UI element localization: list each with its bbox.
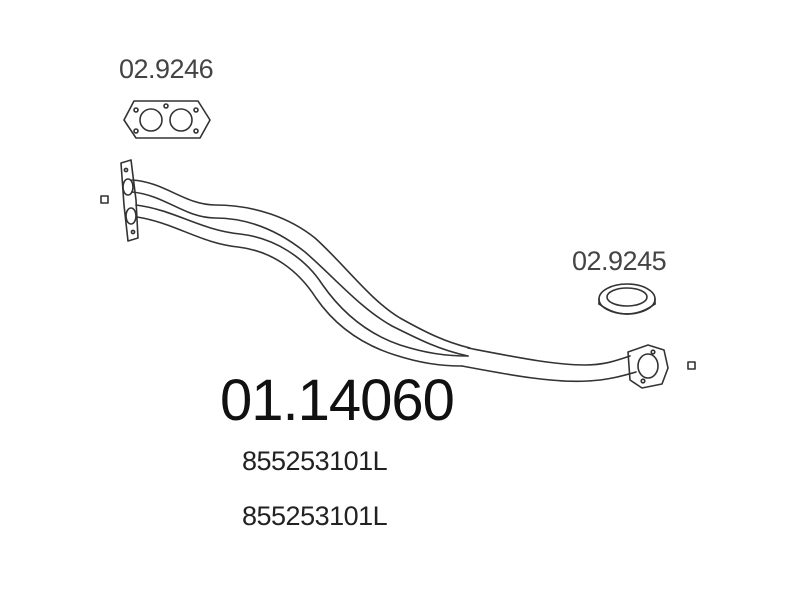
right-flange-icon xyxy=(627,344,669,389)
oem-number: 855253101L xyxy=(242,501,388,531)
right-marker-icon xyxy=(687,361,696,370)
oem-number: 855253101L xyxy=(242,446,388,476)
gasket-right-reference: 02.9245 xyxy=(572,246,667,276)
left-marker-icon xyxy=(100,195,109,204)
gasket-top-reference: 02.9246 xyxy=(119,54,214,84)
part-number: 01.14060 xyxy=(220,368,455,433)
ring-gasket-icon xyxy=(598,283,656,315)
dual-port-gasket-icon xyxy=(123,100,211,139)
left-flange-icon xyxy=(120,159,139,242)
single-pipe-icon xyxy=(461,347,637,383)
twin-pipe-icon xyxy=(131,179,471,367)
